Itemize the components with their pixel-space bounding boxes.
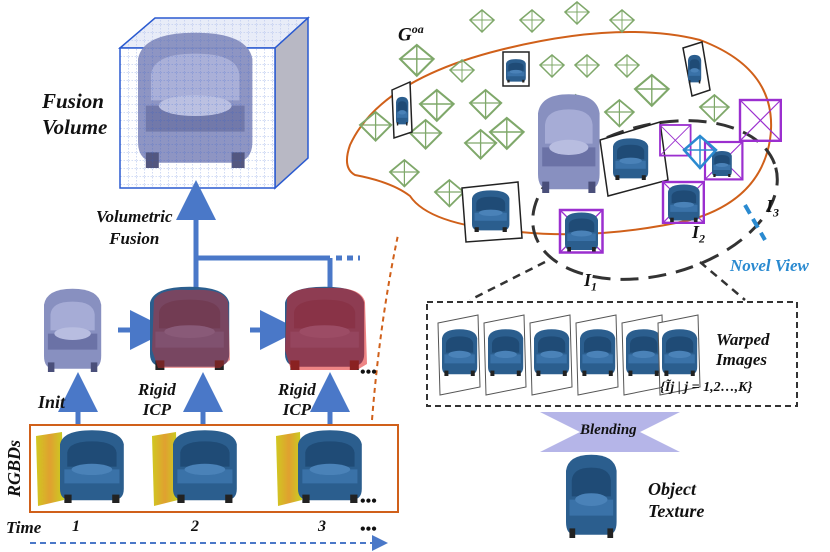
warped-images-box [426, 301, 798, 407]
graph-center-chair [538, 94, 600, 193]
init-model [44, 288, 102, 372]
warped-image-stack [437, 314, 701, 396]
ellipsis-time: ••• [360, 521, 377, 538]
rgbd-frames-box [29, 424, 399, 513]
rgbd-frame-1 [36, 430, 124, 506]
graph-label-goa: Goa [398, 22, 424, 46]
volumetric-fusion-label: Volumetric Fusion [96, 207, 173, 248]
camera-image-1 [391, 80, 413, 140]
link-dashed [371, 234, 399, 421]
icp-model-3 [285, 286, 367, 370]
image-label-i3: I3 [766, 196, 780, 220]
volumetric-fusion-connectors [176, 180, 360, 290]
object-texture-label: Object Texture [648, 479, 705, 521]
object-texture-chair [566, 454, 617, 538]
blending-label: Blending [580, 422, 637, 438]
camera-image-3 [682, 41, 711, 97]
novel-view-label: Novel View [730, 256, 809, 275]
image-label-i1: I1 [584, 270, 598, 294]
camera-trajectory [345, 31, 773, 236]
warped-set-label: {Ĩj | j = 1,2…,K} [660, 380, 753, 395]
rgbds-label: RGBDs [4, 439, 25, 498]
rigid-icp-label-2: Rigid ICP [278, 380, 316, 419]
rgbd-frame-2 [152, 430, 237, 506]
camera-image-4 [461, 181, 523, 243]
novel-view-camera [682, 134, 767, 241]
time-step-3: 3 [318, 518, 326, 535]
camera-image-2 [502, 51, 530, 87]
camera-graph [345, 1, 782, 281]
init-label: Init [38, 392, 66, 412]
camera-image-5 [599, 121, 669, 197]
fusion-volume-label: Fusion Volume [42, 89, 108, 139]
ellipsis-row: ••• [360, 364, 377, 381]
fusion-volume-cube [117, 16, 310, 190]
frame-up-arrows [58, 372, 350, 425]
rgbd-frame-3 [276, 430, 362, 506]
warped-leader-lines [469, 260, 746, 302]
icp-model-2 [150, 286, 230, 370]
rigid-icp-label-1: Rigid ICP [138, 380, 176, 419]
blending-shape [540, 412, 680, 452]
image-label-i2: I2 [692, 222, 706, 246]
ellipsis-frames: ••• [360, 493, 377, 510]
time-step-2: 2 [191, 518, 199, 535]
warped-images-label: Warped Images [716, 330, 770, 369]
time-label: Time [6, 518, 42, 537]
time-step-1: 1 [72, 518, 80, 535]
novel-view-ellipse [531, 119, 779, 281]
